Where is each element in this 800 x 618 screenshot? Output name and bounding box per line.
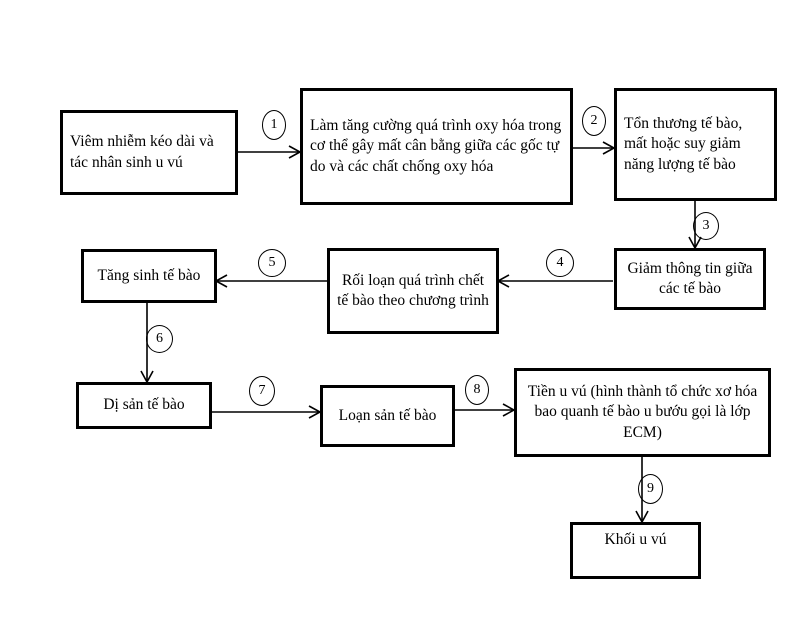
node-n3-label: Tổn thương tế bào, mất hoặc suy giảm năn… (624, 115, 743, 173)
node-n1-label: Viêm nhiễm kéo dài và tác nhân sinh u vú (70, 133, 214, 171)
node-n7[interactable]: Dị sản tế bào (76, 382, 212, 429)
node-n4[interactable]: Giảm thông tin giữa các tế bào (614, 248, 766, 310)
edge-marker-8: 8 (465, 375, 489, 405)
node-n6[interactable]: Tăng sinh tế bào (81, 249, 217, 303)
node-n2[interactable]: Làm tăng cường quá trình oxy hóa trong c… (300, 88, 573, 205)
edge-marker-6: 6 (146, 325, 173, 353)
node-n6-label: Tăng sinh tế bào (97, 266, 201, 284)
edge-marker-4: 4 (546, 249, 574, 277)
edge-marker-9-label: 9 (647, 481, 654, 496)
node-n7-label: Dị sản tế bào (103, 396, 185, 414)
edge-marker-7: 7 (249, 376, 275, 406)
edge-marker-9: 9 (638, 474, 663, 504)
node-n5[interactable]: Rối loạn quá trình chết tế bào theo chươ… (327, 248, 499, 334)
edge-1 (238, 145, 302, 159)
edge-marker-2: 2 (582, 106, 606, 136)
edge-marker-7-label: 7 (258, 383, 266, 398)
edge-2 (573, 141, 616, 155)
edge-marker-2-label: 2 (590, 113, 598, 128)
node-n1[interactable]: Viêm nhiễm kéo dài và tác nhân sinh u vú (60, 110, 238, 195)
edge-marker-3-label: 3 (702, 218, 710, 233)
edge-marker-1: 1 (262, 110, 286, 140)
edge-marker-8-label: 8 (473, 382, 481, 397)
edge-marker-6-label: 6 (156, 331, 163, 346)
edge-marker-5-label: 5 (268, 255, 276, 270)
edge-4 (496, 274, 613, 288)
edge-marker-1-label: 1 (270, 117, 278, 132)
node-n10-label: Khối u vú (604, 531, 667, 548)
edge-marker-5: 5 (258, 249, 286, 277)
edge-7 (212, 405, 322, 419)
edge-marker-3: 3 (693, 212, 719, 240)
node-n9[interactable]: Tiền u vú (hình thành tổ chức xơ hóa bao… (514, 368, 771, 457)
node-n10[interactable]: Khối u vú (570, 522, 701, 579)
node-n9-label: Tiền u vú (hình thành tổ chức xơ hóa bao… (527, 383, 758, 441)
node-n2-label: Làm tăng cường quá trình oxy hóa trong c… (310, 117, 562, 175)
edge-marker-4-label: 4 (556, 255, 564, 270)
node-n8-label: Loạn sản tế bào (338, 406, 437, 424)
node-n5-label: Rối loạn quá trình chết tế bào theo chươ… (337, 271, 489, 309)
edge-8 (455, 403, 516, 417)
node-n3[interactable]: Tổn thương tế bào, mất hoặc suy giảm năn… (614, 88, 777, 201)
node-n4-label: Giảm thông tin giữa các tế bào (627, 259, 753, 297)
node-n8[interactable]: Loạn sản tế bào (320, 385, 455, 447)
